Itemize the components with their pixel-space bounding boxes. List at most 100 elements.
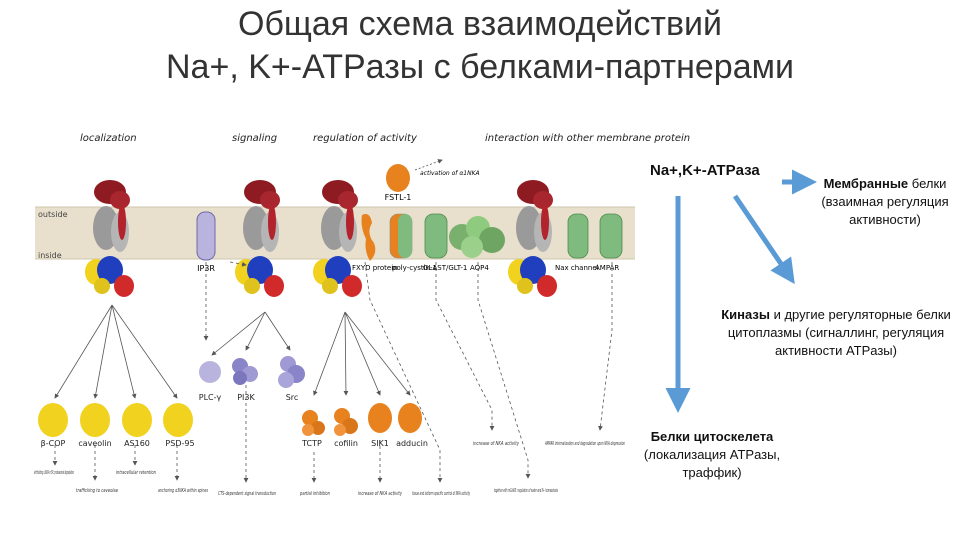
effect-arrow	[598, 262, 613, 431]
nka-complex	[85, 180, 134, 297]
plc-label: PLC-γ	[199, 393, 222, 402]
note-psd95: anchoring α3NKA within spines	[158, 488, 208, 494]
fxyd-protein	[361, 214, 376, 261]
branch-arrow	[344, 311, 411, 396]
aqp4-label: AQP4	[470, 264, 489, 272]
adducin-label: adducin	[396, 439, 428, 448]
nka-helix	[541, 204, 549, 240]
nka-helix	[268, 204, 276, 240]
branch-arrow	[245, 311, 266, 351]
header-signaling: signaling	[232, 133, 277, 144]
branch-arrow	[343, 311, 349, 396]
membrane-proteins-text: Мембранные белки (взаимная регуляция акт…	[815, 175, 955, 229]
nka-helix	[346, 204, 354, 240]
nka-title: Na+,K+-ATPаза	[650, 162, 790, 179]
src-protein	[278, 356, 305, 388]
title-line-2-text: Na+, K+-ATPазы с белками-партнерами	[166, 48, 794, 86]
inside-label: inside	[38, 251, 62, 260]
src-label: Src	[286, 393, 299, 402]
psd95-label: PSD-95	[165, 439, 194, 448]
title-line-1-text: Общая схема взаимодействий	[238, 5, 722, 43]
glast-label: GLAST/GLT-1	[423, 264, 467, 272]
nka-p-domain	[520, 256, 546, 284]
fxyd-label: FXYD protein	[352, 264, 398, 272]
nka-a-domain	[114, 275, 134, 297]
fstl-label: FSTL-1	[385, 193, 412, 202]
kinases-text: Киназы и другие регуляторные белки цитоп…	[714, 306, 958, 360]
title-line-1: Общая схема взаимодействий	[0, 4, 960, 44]
plc-protein	[199, 361, 221, 383]
kinases-bold: Киназы	[721, 307, 770, 322]
nka-a-domain	[264, 275, 284, 297]
nka-a-domain	[537, 275, 557, 297]
fstl-arrow	[414, 159, 443, 171]
nka-n-domain	[322, 278, 338, 294]
nax-label: Nax channel	[555, 264, 599, 272]
ampar-protein	[599, 213, 623, 259]
tctp-protein	[302, 410, 325, 436]
branch-arrow	[93, 304, 113, 399]
effect-arrow	[364, 261, 443, 483]
branch-arrow	[313, 311, 346, 396]
note-aqp4: together with mGluR5: regulation of wate…	[494, 488, 558, 494]
nka-complexes	[85, 180, 557, 297]
glast-protein	[424, 213, 448, 259]
arrow-to-kinases	[732, 194, 795, 285]
header-regulation: regulation of activity	[313, 133, 418, 144]
pi3k-protein	[232, 358, 258, 385]
nka-helix	[118, 204, 126, 240]
nka-complex	[235, 180, 284, 297]
cytoskeleton-text: Белки цитоскелета (локализация ATPазы, т…	[632, 428, 792, 482]
nka-complex	[508, 180, 557, 297]
tctp-label: TCTP	[301, 439, 322, 448]
effect-arrow	[477, 262, 531, 479]
header-interaction-text: interaction with other membrane protein	[485, 133, 690, 144]
nka-beta-ectodomain	[533, 191, 553, 209]
psd95-protein	[163, 403, 193, 437]
cofilin-label: cofilin	[334, 439, 358, 448]
branch-arrow	[111, 304, 137, 399]
betacop-protein	[38, 403, 68, 437]
ampar-label: AMPAR	[595, 264, 619, 272]
membrane-bold: Мембранные	[823, 176, 909, 191]
note-ampar: AMPAR internalization and degradation up…	[545, 441, 626, 447]
title-line-2: Na+, K+-ATPазы с белками-партнерами	[0, 47, 960, 87]
betacop-label: β-COP	[41, 439, 66, 448]
nka-complex	[313, 180, 362, 297]
branch-arrow	[211, 311, 266, 356]
ip3r-protein	[196, 211, 216, 261]
adducin-protein	[398, 403, 422, 433]
note-as160: intracellular retention	[116, 470, 156, 476]
nka-p-domain	[325, 256, 351, 284]
aqp4-protein	[449, 216, 505, 258]
nka-a-domain	[342, 275, 362, 297]
nka-n-domain	[517, 278, 533, 294]
nka-n-domain	[244, 278, 260, 294]
effect-arrow	[435, 262, 495, 431]
nka-beta-ectodomain	[260, 191, 280, 209]
cyto-bold: Белки цитоскелета	[650, 429, 774, 444]
fstl-protein	[386, 164, 410, 192]
partners-localization	[38, 403, 193, 437]
kinases-rest: и другие регуляторные белки цитоплазмы (…	[727, 307, 951, 358]
header-localization: localization	[80, 133, 137, 144]
caveolin-protein	[80, 403, 110, 437]
cofilin-protein	[334, 408, 358, 436]
note-glast: increase of NKA activity	[473, 441, 520, 447]
as160-label: AS160	[124, 439, 150, 448]
nka-title-text: Na+,K+-ATPаза	[650, 162, 760, 179]
nka-p-domain	[247, 256, 273, 284]
polycystin-protein-green	[398, 214, 412, 258]
polycystin-label: poly-cystin-1	[392, 264, 437, 272]
as160-protein	[122, 403, 152, 437]
nka-n-domain	[94, 278, 110, 294]
branch-arrow	[111, 304, 178, 399]
note-tctp: partial inhibition	[299, 491, 330, 497]
sik1-label: SIK1	[371, 439, 389, 448]
nka-p-domain	[97, 256, 123, 284]
note-betacop: withholding α1NKA in ER: proteasomal deg…	[34, 470, 74, 476]
note-fxyd: tissue and isoform specific control of N…	[412, 491, 470, 497]
fstl-note: activation of α1NKA	[420, 170, 480, 177]
note-caveolin: trafficking to caveolae	[76, 488, 118, 494]
